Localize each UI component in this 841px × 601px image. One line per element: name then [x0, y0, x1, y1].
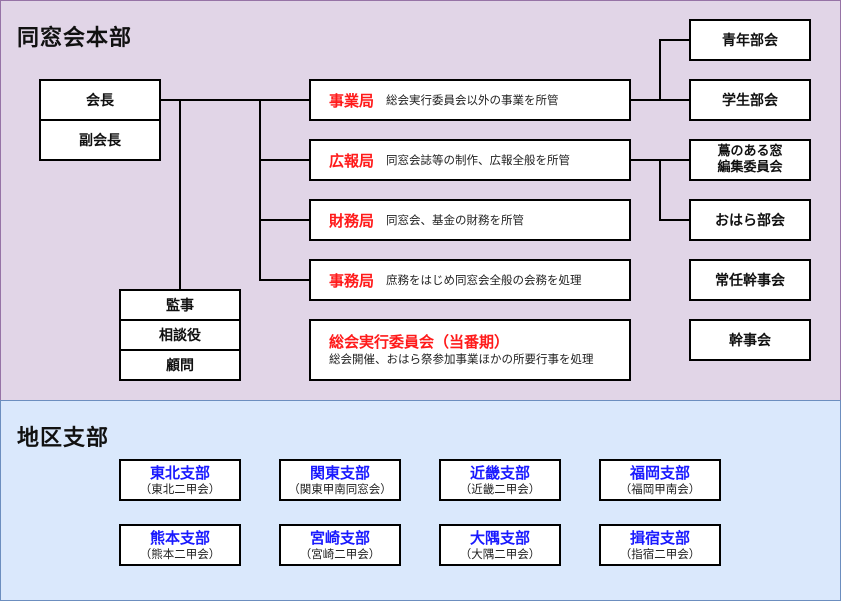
branch-tohoku[interactable]: 東北支部 （東北二甲会）	[119, 459, 241, 501]
counselor-box[interactable]: 顧問	[119, 349, 241, 381]
counselor-label: 顧問	[166, 358, 194, 374]
board[interactable]: 幹事会	[689, 319, 811, 361]
auditor-label: 監事	[166, 298, 194, 314]
student-committee[interactable]: 学生部会	[689, 79, 811, 121]
student-committee-label: 学生部会	[722, 93, 778, 109]
auditor-box[interactable]: 監事	[119, 289, 241, 321]
connector	[659, 219, 690, 221]
standing-board-label: 常任幹事会	[715, 273, 785, 289]
branch-osumi[interactable]: 大隅支部 （大隅二甲会）	[439, 524, 561, 566]
department-desc: 同窓会、基金の財務を所管	[386, 213, 525, 227]
headquarters-title: 同窓会本部	[17, 26, 133, 51]
department-desc: 総会実行委員会以外の事業を所管	[386, 93, 559, 107]
connector	[259, 279, 311, 281]
ohara-committee-label: おはら部会	[715, 213, 785, 229]
ohara-committee[interactable]: おはら部会	[689, 199, 811, 241]
department-secretariat[interactable]: 事務局 庶務をはじめ同窓会全般の会務を処理	[309, 259, 631, 301]
branch-ibusuki[interactable]: 揖宿支部 （指宿二甲会）	[599, 524, 721, 566]
branch-fukuoka[interactable]: 福岡支部 （福岡甲南会）	[599, 459, 721, 501]
department-desc: 同窓会誌等の制作、広報全般を所管	[386, 153, 571, 167]
connector	[160, 99, 310, 101]
branch-kanto[interactable]: 関東支部 （関東甲南同窓会）	[279, 459, 401, 501]
regional-title: 地区支部	[17, 426, 110, 451]
board-label: 幹事会	[729, 333, 771, 349]
branch-sub: （宮崎二甲会）	[299, 547, 381, 561]
branch-name: 熊本支部	[149, 529, 210, 547]
connector	[659, 39, 690, 41]
branch-name: 宮崎支部	[309, 529, 370, 547]
connector	[259, 219, 311, 221]
branch-sub: （近畿二甲会）	[459, 482, 541, 496]
connector	[659, 159, 661, 221]
editorial-committee-line2: 編集委員会	[717, 160, 783, 175]
branch-sub: （東北二甲会）	[139, 482, 221, 496]
connector	[659, 39, 661, 101]
youth-committee-label: 青年部会	[722, 33, 778, 49]
assembly-committee[interactable]: 総会実行委員会（当番期） 総会開催、おはら祭参加事業ほかの所要行事を処理	[309, 319, 631, 381]
branch-name: 揖宿支部	[629, 529, 690, 547]
branch-miyazaki[interactable]: 宮崎支部 （宮崎二甲会）	[279, 524, 401, 566]
branch-name: 関東支部	[309, 464, 370, 482]
branch-sub: （福岡甲南会）	[619, 482, 701, 496]
editorial-committee[interactable]: 蔦のある窓 編集委員会	[689, 139, 811, 181]
branch-name: 大隅支部	[469, 529, 530, 547]
editorial-committee-line1: 蔦のある窓	[717, 144, 783, 159]
department-desc: 庶務をはじめ同窓会全般の会務を処理	[386, 273, 582, 287]
department-name: 事務局	[329, 271, 375, 290]
branch-sub: （熊本二甲会）	[139, 547, 221, 561]
assembly-name: 総会実行委員会（当番期）	[329, 333, 510, 351]
president-label: 会長	[86, 93, 114, 109]
branch-kinki[interactable]: 近畿支部 （近畿二甲会）	[439, 459, 561, 501]
president-box[interactable]: 会長	[39, 79, 161, 121]
branch-sub: （大隅二甲会）	[459, 547, 541, 561]
advisor-box[interactable]: 相談役	[119, 319, 241, 351]
branch-name: 東北支部	[149, 464, 210, 482]
department-name: 財務局	[329, 211, 375, 230]
connector	[259, 99, 261, 281]
assembly-desc: 総会開催、おはら祭参加事業ほかの所要行事を処理	[329, 352, 594, 366]
branch-sub: （関東甲南同窓会）	[288, 482, 392, 496]
department-finance[interactable]: 財務局 同窓会、基金の財務を所管	[309, 199, 631, 241]
department-name: 広報局	[329, 151, 375, 170]
department-pr[interactable]: 広報局 同窓会誌等の制作、広報全般を所管	[309, 139, 631, 181]
branch-name: 近畿支部	[469, 464, 530, 482]
vice-president-label: 副会長	[79, 133, 121, 149]
standing-board[interactable]: 常任幹事会	[689, 259, 811, 301]
connector	[259, 159, 311, 161]
branch-sub: （指宿二甲会）	[619, 547, 701, 561]
advisor-label: 相談役	[159, 328, 201, 344]
department-business[interactable]: 事業局 総会実行委員会以外の事業を所管	[309, 79, 631, 121]
department-name: 事業局	[329, 91, 375, 110]
branch-kumamoto[interactable]: 熊本支部 （熊本二甲会）	[119, 524, 241, 566]
vice-president-box[interactable]: 副会長	[39, 119, 161, 161]
youth-committee[interactable]: 青年部会	[689, 19, 811, 61]
branch-name: 福岡支部	[629, 464, 690, 482]
connector	[179, 99, 181, 291]
